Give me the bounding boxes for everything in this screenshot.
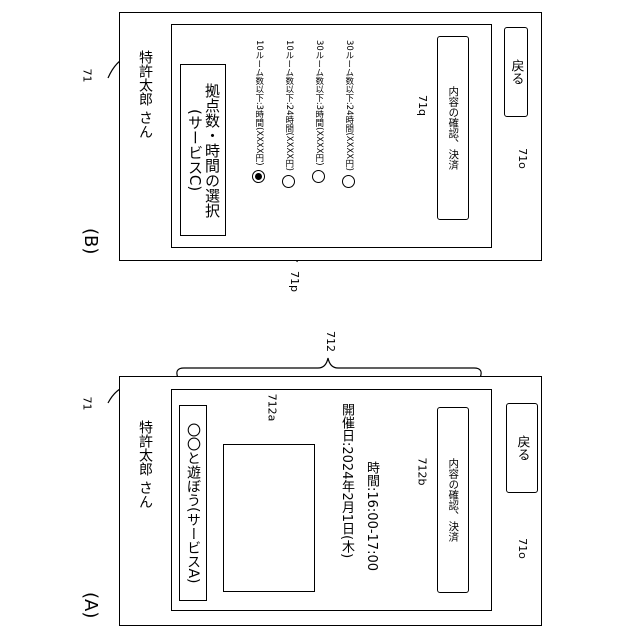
ref-712b: 712b — [416, 458, 427, 486]
panel-b-confirm-label: 内容の確認、決済 — [448, 86, 459, 170]
bracket-712 — [177, 358, 481, 378]
panel-a-event-time: 時間:16:00-17:00 — [365, 461, 378, 571]
radio-option-4[interactable]: 30ルーム数以下:24時間(XXXX円) — [342, 40, 355, 188]
ref-71q: 71q — [417, 95, 428, 116]
ref-71-b: 71 — [82, 69, 93, 83]
panel-b-confirm-button[interactable]: 内容の確認、決済 — [437, 36, 469, 220]
radio-button-1[interactable] — [252, 170, 265, 183]
radio-option-2-label: 10ルーム数以下:24時間(XXXX円) — [284, 40, 293, 171]
ref-71o-a: 71o — [517, 538, 528, 559]
panel-a-image-placeholder — [223, 444, 315, 592]
ref-712a: 712a — [266, 394, 277, 422]
panel-a-confirm-label: 内容の確認、決済 — [448, 458, 459, 542]
radio-option-2[interactable]: 10ルーム数以下:24時間(XXXX円) — [282, 40, 295, 188]
radio-button-3[interactable] — [312, 170, 325, 183]
radio-button-4[interactable] — [342, 175, 355, 188]
radio-button-2[interactable] — [282, 175, 295, 188]
panel-b-label: (B) — [81, 228, 99, 254]
ref-71p: 71p — [289, 271, 300, 292]
ref-712: 712 — [325, 331, 336, 352]
panel-a-back-label: 戻る — [516, 435, 529, 461]
radio-option-3-label: 30ルーム数以下:3時間(XXXX円) — [314, 40, 323, 166]
radio-option-1-label: 10ルーム数以下:3時間(XXXX円) — [254, 40, 263, 166]
ref-71-a: 71 — [82, 397, 93, 411]
radio-option-3[interactable]: 30ルーム数以下:3時間(XXXX円) — [312, 40, 325, 183]
panel-b-title-box: 拠点数・時間の選択 (サービスC) — [180, 64, 226, 236]
panel-a-back-button[interactable]: 戻る — [506, 403, 538, 493]
panel-b-title-line2: (サービスC) — [187, 109, 202, 191]
radio-option-1[interactable]: 10ルーム数以下:3時間(XXXX円) — [252, 40, 265, 183]
panel-b-back-label: 戻る — [510, 59, 523, 85]
panel-a-user-name: 特許太郎 さん — [138, 420, 152, 508]
ref-71o-b: 71o — [517, 148, 528, 169]
panel-a-title-box: 〇〇と遊ぼう(サービスA) — [179, 405, 207, 601]
radio-option-4-label: 30ルーム数以下:24時間(XXXX円) — [344, 40, 353, 171]
panel-a-label: (A) — [81, 592, 99, 618]
panel-a-event-date: 開催日:2024年2月1日(木) — [340, 403, 353, 558]
panel-b-back-button[interactable]: 戻る — [504, 27, 528, 117]
panel-b-title-line1: 拠点数・時間の選択 — [204, 83, 219, 218]
panel-a-confirm-button[interactable]: 内容の確認、決済 — [437, 407, 469, 593]
panel-a-title: 〇〇と遊ぼう(サービスA) — [186, 423, 200, 584]
panel-b-user-name: 特許太郎 さん — [138, 50, 152, 138]
